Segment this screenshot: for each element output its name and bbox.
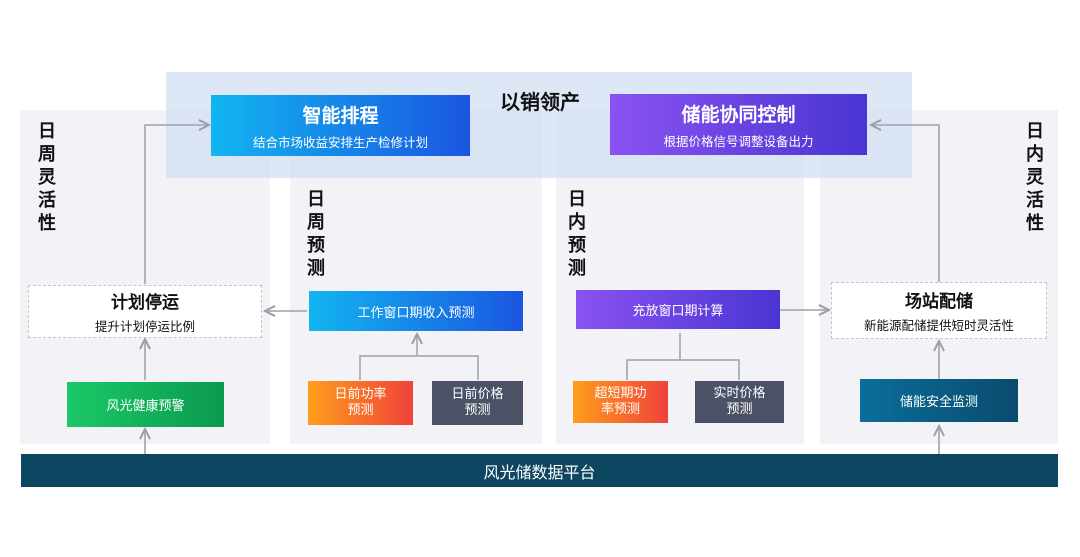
scheduling-subtitle: 结合市场收益安排生产检修计划 xyxy=(252,134,428,150)
scheduling-box[interactable]: 智能排程 结合市场收益安排生产检修计划 xyxy=(211,95,470,156)
charge-window-calc-label: 充放窗口期计算 xyxy=(632,304,724,319)
day-ahead-price-label: 日前价格预测 xyxy=(451,387,504,418)
ultra-short-power-box[interactable]: 超短期功率预测 xyxy=(573,381,668,423)
mid-right-panel-label: 日内预测 xyxy=(568,189,586,279)
storage-control-title: 储能协同控制 xyxy=(681,103,796,126)
data-platform-bar[interactable]: 风光储数据平台 xyxy=(21,454,1058,487)
storage-safety-label: 储能安全监测 xyxy=(899,395,978,410)
planned-shutdown-box[interactable]: 计划停运 提升计划停运比例 xyxy=(28,285,262,338)
charge-window-calc-box[interactable]: 充放窗口期计算 xyxy=(576,290,780,329)
top-band-title: 以销领产 xyxy=(500,90,580,114)
left-panel-label: 日周灵活性 xyxy=(38,121,56,234)
ultra-short-power-label: 超短期功率预测 xyxy=(594,386,647,417)
day-ahead-power-label: 日前功率预测 xyxy=(334,387,387,418)
day-ahead-power-box[interactable]: 日前功率预测 xyxy=(308,381,413,425)
work-window-forecast-box[interactable]: 工作窗口期收入预测 xyxy=(309,291,523,331)
realtime-price-box[interactable]: 实时价格预测 xyxy=(695,381,784,423)
work-window-forecast-label: 工作窗口期收入预测 xyxy=(357,305,475,321)
scheduling-title: 智能排程 xyxy=(302,104,379,127)
station-storage-subtitle: 新能源配储提供短时灵活性 xyxy=(863,318,1014,333)
data-platform-label: 风光储数据平台 xyxy=(483,462,596,482)
right-panel-label: 日内灵活性 xyxy=(1026,121,1044,234)
health-warning-label: 风光健康预警 xyxy=(106,399,185,414)
planned-shutdown-title: 计划停运 xyxy=(111,293,179,313)
mid-left-panel-label: 日周预测 xyxy=(307,189,325,279)
realtime-price-label: 实时价格预测 xyxy=(713,386,766,417)
storage-control-box[interactable]: 储能协同控制 根据价格信号调整设备出力 xyxy=(610,94,867,155)
storage-safety-box[interactable]: 储能安全监测 xyxy=(860,379,1018,422)
day-ahead-price-box[interactable]: 日前价格预测 xyxy=(432,381,523,425)
station-storage-title: 场站配储 xyxy=(905,292,973,312)
health-warning-box[interactable]: 风光健康预警 xyxy=(67,382,224,427)
planned-shutdown-subtitle: 提升计划停运比例 xyxy=(94,319,195,334)
storage-control-subtitle: 根据价格信号调整设备出力 xyxy=(663,133,814,149)
station-storage-box[interactable]: 场站配储 新能源配储提供短时灵活性 xyxy=(831,282,1047,339)
